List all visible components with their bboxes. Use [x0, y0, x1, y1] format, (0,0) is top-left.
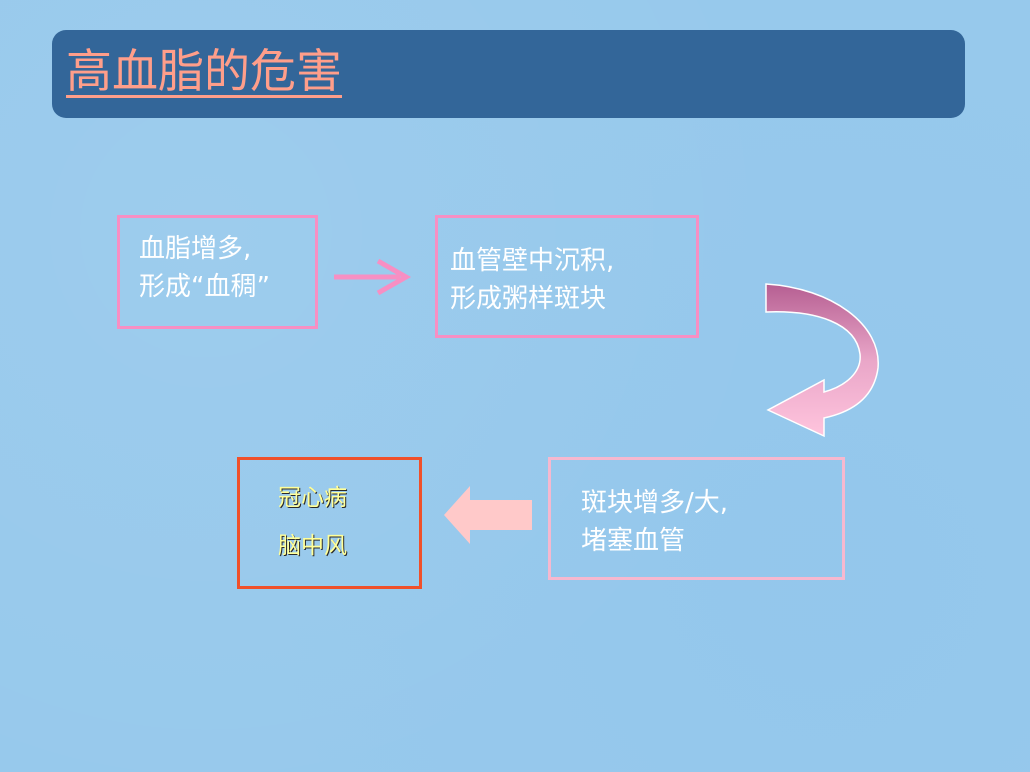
- outcome-coronary-heart-disease: 冠心病: [278, 485, 347, 511]
- step-box-blood-lipid-increase: 血脂增多, 形成“血稠”: [117, 215, 318, 329]
- slide-title: 高血脂的危害: [66, 44, 342, 98]
- outcome-stroke: 脑中风: [278, 533, 347, 559]
- step3-line1: 斑块增多/大,: [581, 488, 729, 518]
- title-bar: [52, 30, 965, 118]
- step-box-vessel-deposit: 血管壁中沉积, 形成粥样斑块: [435, 215, 699, 338]
- step2-line2: 形成粥样斑块: [450, 284, 607, 314]
- step1-line2: 形成“血稠”: [139, 272, 270, 302]
- step2-line1: 血管壁中沉积,: [450, 246, 615, 276]
- outcome-box: 冠心病 脑中风: [237, 457, 422, 589]
- step-box-plaque-blockage: 斑块增多/大, 堵塞血管: [548, 457, 845, 580]
- left-arrow-icon: [444, 486, 532, 544]
- curved-down-arrow-icon: [765, 283, 879, 438]
- step1-line1: 血脂增多,: [139, 234, 252, 264]
- step3-line2: 堵塞血管: [581, 526, 686, 556]
- right-arrow-icon: [334, 258, 412, 296]
